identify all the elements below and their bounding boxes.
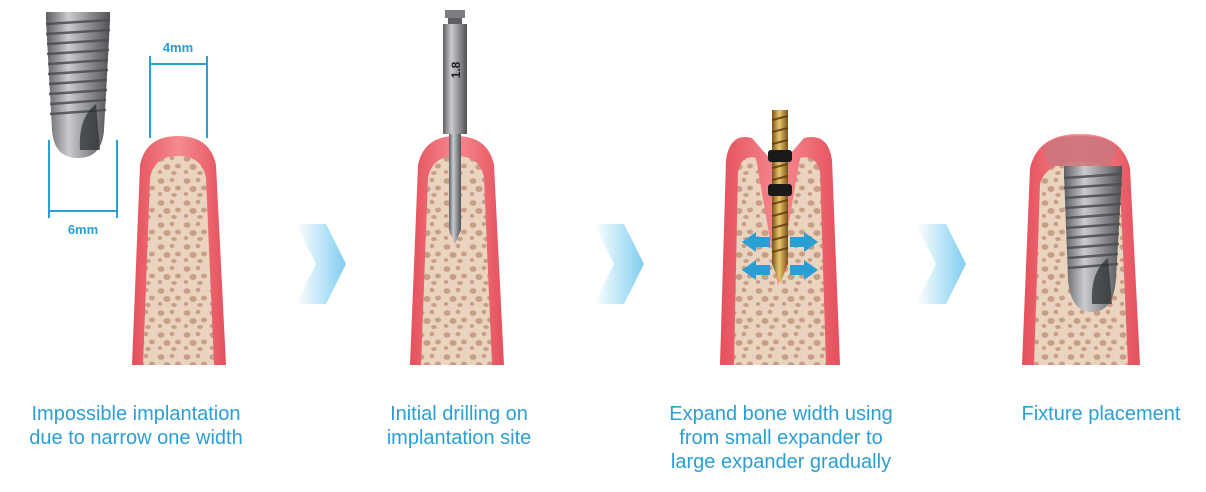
chevron-right-icon: [916, 224, 966, 304]
implant-icon: [46, 12, 110, 158]
caption-line: large expander gradually: [624, 450, 938, 474]
step2-panel: 1.8: [410, 10, 504, 365]
caption-line: from small expander to: [624, 426, 938, 450]
caption-line: implantation site: [352, 426, 566, 450]
chevron-right-icon: [296, 224, 346, 304]
caption-line: Impossible implantation: [0, 402, 272, 426]
step4-caption: Fixture placement: [996, 402, 1206, 426]
step1-caption: Impossible implantation due to narrow on…: [0, 402, 272, 450]
caption-line: due to narrow one width: [0, 426, 272, 450]
step1-panel: 4mm 6mm: [46, 12, 226, 365]
step3-panel: [720, 110, 840, 365]
step2-caption: Initial drilling on implantation site: [352, 402, 566, 450]
drill-size-label: 1.8: [449, 61, 463, 78]
caption-line: Initial drilling on: [352, 402, 566, 426]
step3-caption: Expand bone width using from small expan…: [624, 402, 938, 474]
caption-line: Expand bone width using: [624, 402, 938, 426]
caption-line: Fixture placement: [996, 402, 1206, 426]
chevron-right-icon: [594, 224, 644, 304]
implant-fixture-icon: [1064, 166, 1122, 312]
alveolar-ridge-narrow: [132, 136, 226, 365]
ridge-width-label: 4mm: [163, 40, 193, 55]
ridge-width-dimension: 4mm: [150, 40, 207, 138]
implant-width-label: 6mm: [68, 222, 98, 237]
step4-panel: [1022, 134, 1140, 365]
